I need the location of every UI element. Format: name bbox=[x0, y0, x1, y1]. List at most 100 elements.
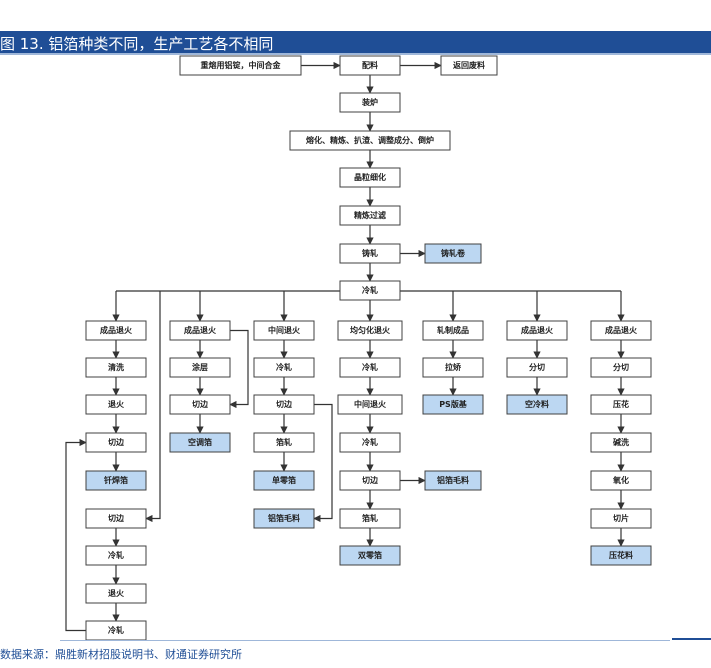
node-label-n_raw: 重熔用铝锭，中间合金 bbox=[201, 60, 282, 70]
node-box-d3 bbox=[337, 394, 403, 415]
node-box-n_filter bbox=[339, 205, 401, 226]
node-label-g4: 碱洗 bbox=[613, 437, 629, 447]
node-label-c5: 单零箔 bbox=[272, 475, 296, 485]
node-label-a2: 清洗 bbox=[108, 362, 124, 372]
node-label-f3: 空冷料 bbox=[525, 399, 549, 409]
node-box-d4 bbox=[339, 432, 401, 453]
node-box-n_cast bbox=[339, 243, 401, 264]
node-label-d8: 双零箔 bbox=[358, 550, 382, 560]
node-label-d5: 切边 bbox=[362, 475, 379, 485]
node-box-c1 bbox=[253, 320, 315, 341]
node-label-a3: 退火 bbox=[108, 400, 125, 409]
node-box-e2 bbox=[422, 357, 484, 378]
node-box-a4 bbox=[85, 432, 147, 453]
node-box-a1 bbox=[85, 320, 147, 341]
node-label-d2: 冷轧 bbox=[362, 362, 378, 372]
node-box-c3 bbox=[253, 394, 315, 415]
node-label-n_cast: 铸轧 bbox=[362, 248, 378, 258]
node-label-a5: 钎焊箔 bbox=[104, 475, 128, 485]
source-note: 数据来源：鼎胜新材招股说明书、财通证券研究所 bbox=[0, 648, 242, 661]
node-label-d6: 铝箔毛料 bbox=[437, 475, 469, 485]
node-label-a4: 切边 bbox=[108, 437, 125, 447]
node-label-d3: 中间退火 bbox=[354, 399, 387, 409]
node-box-c2 bbox=[253, 357, 315, 378]
node-label-n_grain: 晶粒细化 bbox=[354, 172, 386, 182]
figure-title: 图 13. 铝箔种类不同，生产工艺各不相同 bbox=[0, 35, 274, 53]
node-label-a7: 冷轧 bbox=[108, 550, 124, 560]
edge-b1-b3 bbox=[229, 329, 249, 409]
node-box-d2 bbox=[339, 357, 401, 378]
node-box-a2 bbox=[85, 357, 147, 378]
node-label-e2: 拉矫 bbox=[445, 362, 461, 372]
node-label-n_load: 装炉 bbox=[361, 97, 378, 107]
node-box-g6 bbox=[590, 508, 652, 529]
node-box-f1 bbox=[506, 320, 568, 341]
node-label-c6: 铝箔毛料 bbox=[268, 513, 300, 523]
node-box-n_raw bbox=[179, 55, 302, 76]
node-box-c5 bbox=[253, 470, 315, 491]
node-label-f2: 分切 bbox=[529, 362, 545, 372]
node-label-f1: 成品退火 bbox=[521, 325, 554, 335]
node-box-g2 bbox=[590, 357, 652, 378]
node-box-d5 bbox=[339, 470, 401, 491]
node-box-n_cold bbox=[339, 280, 401, 301]
node-box-g3 bbox=[590, 394, 652, 415]
node-box-a3 bbox=[85, 394, 147, 415]
node-box-a8 bbox=[85, 583, 147, 604]
node-label-b2: 涂层 bbox=[192, 362, 208, 372]
node-box-n_melt bbox=[289, 130, 451, 151]
node-label-b3: 切边 bbox=[192, 399, 209, 409]
node-label-d7: 箔轧 bbox=[361, 513, 378, 523]
node-label-c4: 箔轧 bbox=[275, 437, 292, 447]
node-box-g7 bbox=[590, 545, 652, 566]
node-label-n_mix: 配料 bbox=[362, 60, 378, 70]
node-label-n_coil: 铸轧卷 bbox=[441, 248, 466, 258]
node-box-b1 bbox=[169, 320, 231, 341]
node-box-n_grain bbox=[339, 167, 401, 188]
node-box-g5 bbox=[590, 470, 652, 491]
node-label-g5: 氧化 bbox=[612, 475, 629, 485]
node-box-g4 bbox=[590, 432, 652, 453]
node-box-d8 bbox=[339, 545, 401, 566]
node-label-e3: PS版基 bbox=[439, 399, 468, 409]
node-label-c1: 中间退火 bbox=[268, 325, 301, 335]
node-label-a6: 切边 bbox=[108, 513, 125, 523]
node-label-g3: 压花 bbox=[613, 399, 629, 409]
title-divider bbox=[0, 53, 711, 55]
node-label-g7: 压花料 bbox=[609, 550, 633, 560]
node-box-b4 bbox=[169, 432, 231, 453]
node-label-e1: 轧制成品 bbox=[437, 325, 469, 335]
node-label-c2: 冷轧 bbox=[276, 362, 292, 372]
edge-bus-a6 bbox=[145, 291, 161, 523]
node-box-f2 bbox=[506, 357, 568, 378]
node-label-d1: 均匀化退火 bbox=[350, 325, 391, 335]
node-box-e3 bbox=[422, 394, 484, 415]
node-label-n_cold: 冷轧 bbox=[362, 285, 378, 295]
node-box-n_load bbox=[339, 92, 401, 113]
node-box-n_mix bbox=[339, 55, 401, 76]
node-box-n_coil bbox=[424, 243, 482, 264]
node-box-e1 bbox=[422, 320, 484, 341]
node-label-c3: 切边 bbox=[276, 399, 293, 409]
node-box-a6 bbox=[85, 508, 147, 529]
figure-title-bar: 图 13. 铝箔种类不同，生产工艺各不相同 bbox=[0, 31, 711, 53]
node-label-g6: 切片 bbox=[613, 513, 629, 523]
node-box-f3 bbox=[506, 394, 568, 415]
node-label-n_melt: 熔化、精炼、扒渣、调整成分、倒炉 bbox=[306, 135, 434, 145]
node-label-d4: 冷轧 bbox=[362, 437, 378, 447]
node-label-a8: 退火 bbox=[108, 589, 125, 598]
node-box-a7 bbox=[85, 545, 147, 566]
source-divider bbox=[60, 640, 670, 641]
node-label-n_scrap: 返回废料 bbox=[453, 60, 485, 70]
node-label-g2: 分切 bbox=[613, 362, 629, 372]
node-box-c6 bbox=[253, 508, 315, 529]
node-label-a1: 成品退火 bbox=[100, 325, 133, 335]
node-box-n_scrap bbox=[440, 55, 498, 76]
node-box-d6 bbox=[424, 470, 482, 491]
node-box-d7 bbox=[339, 508, 401, 529]
edge-c3-c6 bbox=[313, 403, 333, 523]
node-box-b3 bbox=[169, 394, 231, 415]
node-label-n_filter: 精炼过滤 bbox=[354, 210, 386, 220]
node-box-a5 bbox=[85, 470, 147, 491]
